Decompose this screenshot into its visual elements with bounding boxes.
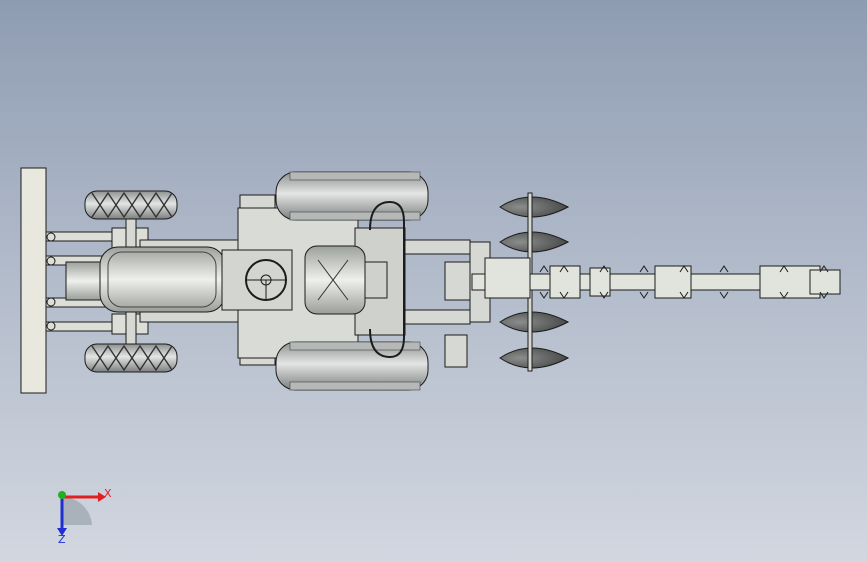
y-axis-dot xyxy=(58,491,66,499)
triad-plane xyxy=(62,496,92,525)
x-arrow-head xyxy=(98,492,106,502)
z-arrow-head xyxy=(57,528,67,536)
rear-right-wheel xyxy=(275,341,429,391)
front-right-wheel xyxy=(84,343,178,373)
steering-wheel xyxy=(221,249,293,311)
trencher-boom xyxy=(471,257,841,299)
dozer-blade xyxy=(20,167,47,394)
rear-left-wheel xyxy=(275,171,429,221)
axis-triad[interactable]: X Z xyxy=(57,487,112,546)
front-left-wheel xyxy=(84,190,178,220)
rops-frame xyxy=(369,200,405,359)
operator-seat xyxy=(304,245,388,315)
x-axis-label: X xyxy=(104,487,112,500)
engine-hood xyxy=(99,246,226,313)
z-axis-label: Z xyxy=(58,533,66,546)
